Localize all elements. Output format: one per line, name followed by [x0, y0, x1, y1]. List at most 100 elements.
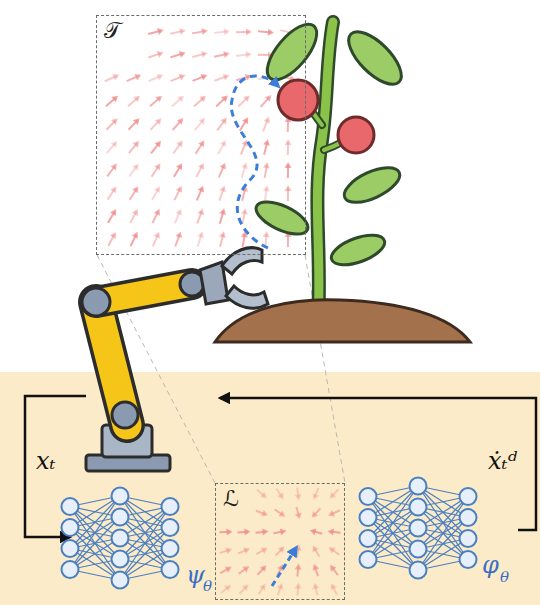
field-arrow-head: [219, 231, 226, 238]
field-arrow-head: [219, 208, 226, 215]
field-arrow-head: [154, 163, 160, 170]
field-arrow-head: [328, 510, 335, 516]
field-arrow-head: [246, 28, 252, 35]
field-arrow-head: [313, 493, 319, 500]
field-arrow-head: [226, 528, 232, 535]
field-arrow-head: [263, 117, 270, 124]
field-arrow-head: [177, 96, 184, 103]
field-arrow-head: [260, 565, 267, 572]
field-arrow-head: [155, 96, 162, 103]
network-subscript: θ: [500, 569, 509, 586]
field-arrow-head: [224, 585, 231, 591]
network-neuron: [162, 561, 179, 578]
field-arrow-head: [331, 583, 337, 590]
field-arrow-head: [295, 583, 302, 589]
field-arrow-head: [220, 118, 226, 125]
field-arrow-head: [330, 565, 336, 572]
field-arrow-head: [154, 232, 160, 239]
field-arrow-head: [157, 28, 164, 35]
network-neuron: [360, 488, 377, 505]
field-arrow-head: [155, 118, 162, 125]
network-neuron: [410, 478, 427, 495]
field-arrow-head: [243, 548, 250, 555]
field-arrow-head: [175, 232, 182, 239]
field-region: ℒ: [215, 483, 345, 600]
network-neuron: [112, 551, 129, 568]
field-arrow-head: [263, 185, 270, 191]
plant: [215, 16, 470, 342]
field-arrow-head: [199, 96, 206, 103]
field-arrow-head: [268, 29, 274, 36]
field-arrow-head: [176, 209, 182, 216]
network-name: φ: [482, 552, 499, 578]
field-arrow-head: [295, 564, 302, 570]
field-arrow-head: [154, 141, 160, 148]
field-arrow-head: [179, 51, 186, 58]
field-arrow-head: [261, 510, 268, 517]
field-arrow-head: [197, 231, 204, 238]
field-arrow-head: [133, 141, 140, 148]
field-arrow-head: [110, 232, 116, 239]
network-neuron: [112, 572, 129, 589]
network-neuron: [460, 530, 477, 547]
field-arrow-head: [261, 548, 268, 554]
network-subscript: θ: [203, 578, 212, 595]
network-neuron: [62, 498, 79, 515]
field-arrow-head: [221, 96, 228, 103]
field-arrow-head: [280, 528, 287, 535]
field-arrow-head: [310, 528, 317, 535]
network-neuron: [62, 519, 79, 536]
field-arrow-head: [260, 492, 267, 499]
field-arrow-head: [295, 494, 302, 500]
field-arrow-head: [277, 493, 283, 500]
field-arrow-head: [223, 51, 230, 58]
field-arrow-head: [224, 28, 230, 35]
network-neuron: [360, 509, 377, 526]
field-arrow-head: [277, 583, 284, 590]
field-arrow-head: [312, 583, 319, 590]
field-arrow-head: [198, 163, 204, 170]
field-arrow-head: [110, 186, 116, 193]
field-arrow-head: [220, 140, 226, 147]
field-arrow-head: [132, 209, 138, 216]
field-arrow-head: [263, 231, 270, 237]
network-neuron: [460, 488, 477, 505]
field-arrow-head: [242, 117, 248, 124]
field-arrow-head: [177, 118, 184, 125]
field-arrow-head: [133, 96, 140, 103]
network-neuron: [410, 499, 427, 516]
field-arrow-head: [263, 139, 270, 146]
vector-field: [220, 488, 341, 596]
ground-panel: [0, 372, 540, 605]
field-arrow-head: [111, 118, 118, 125]
field-arrow-head: [313, 564, 320, 571]
field-arrow-head: [157, 51, 164, 58]
field-arrow-head: [223, 74, 230, 81]
network-neuron: [460, 509, 477, 526]
field-arrow-head: [176, 163, 182, 170]
field-arrow-head: [312, 511, 319, 518]
field-arrow-head: [134, 74, 141, 80]
network-neuron: [62, 540, 79, 557]
field-arrow-head: [313, 545, 319, 552]
field-arrow-head: [246, 51, 252, 58]
projection-line: [97, 255, 215, 483]
field-arrow-head: [176, 186, 182, 193]
field-arrow-head: [242, 566, 249, 572]
field-arrow-head: [329, 547, 336, 553]
network-neuron: [410, 562, 427, 579]
field-arrow-head: [201, 74, 208, 81]
network-neuron: [460, 551, 477, 568]
field-arrow-head: [132, 186, 138, 193]
field-arrow-head: [225, 567, 232, 573]
region-symbol: ℒ: [223, 487, 239, 511]
network-neuron: [360, 551, 377, 568]
velocity-label: ẋₜᵈ: [488, 448, 517, 474]
field-arrow-head: [176, 141, 182, 148]
network-neuron: [62, 561, 79, 578]
network-name: ψ: [186, 562, 205, 588]
field-arrow-head: [154, 209, 160, 216]
field-arrow-head: [199, 118, 206, 125]
